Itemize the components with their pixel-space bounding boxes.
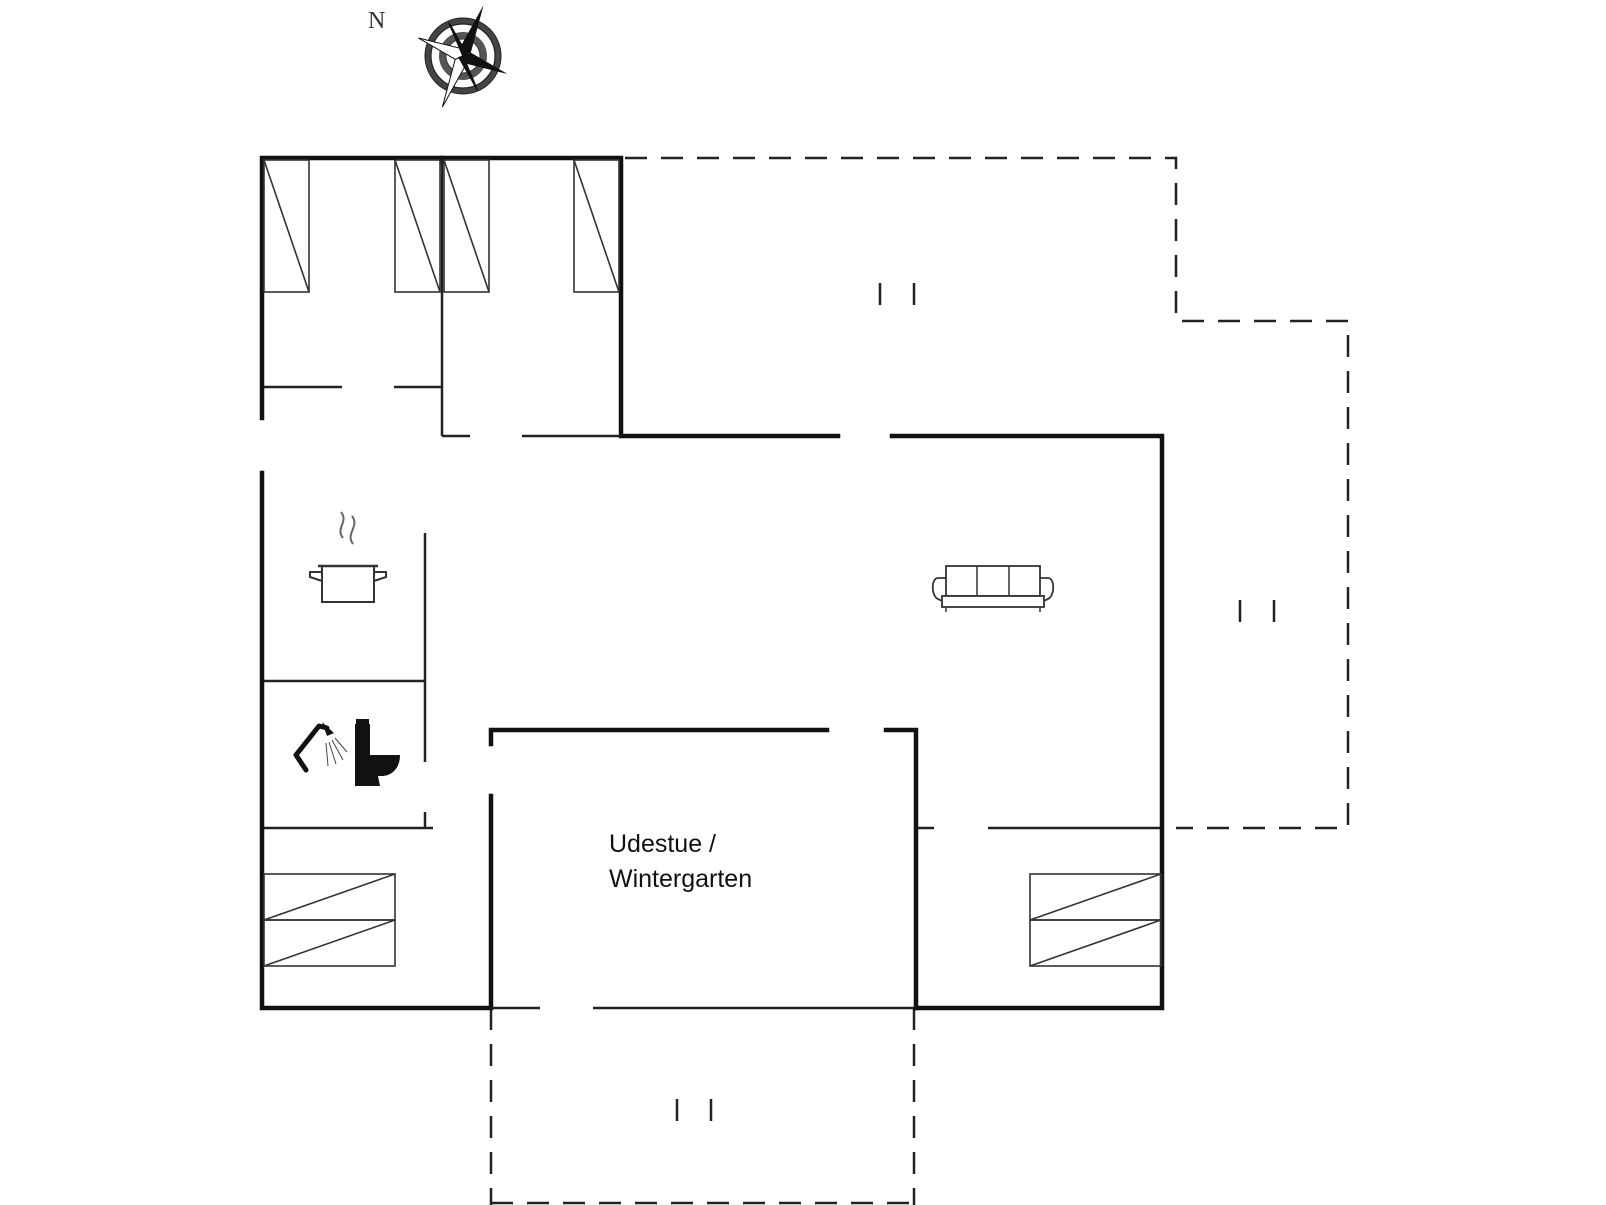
bed-icon (263, 873, 396, 921)
shower-icon (293, 722, 348, 773)
wall (259, 470, 494, 1011)
sofa-icon (931, 565, 1055, 612)
toilet-icon (355, 719, 400, 786)
terrace-marker-icon (878, 283, 916, 305)
wall (883, 727, 919, 1011)
bed-icon (394, 159, 441, 293)
bed-icon (1029, 919, 1162, 967)
wall (889, 433, 1165, 1011)
room-label-line1: Udestue / (609, 830, 716, 858)
compass: N (368, 5, 508, 108)
bed-icon (573, 159, 620, 293)
cooking-pot-icon (309, 511, 387, 603)
wall (488, 727, 830, 747)
room-label-line2: Wintergarten (609, 865, 752, 893)
terrace-marker-icon (1238, 600, 1276, 622)
wall (259, 155, 841, 439)
compass-rose-icon (418, 5, 508, 108)
terraces (489, 156, 1350, 1205)
bed-icon (263, 159, 310, 293)
sunroom-label: Udestue / Wintergarten (609, 830, 752, 893)
terrace-marker-icon (675, 1099, 713, 1121)
north-label: N (368, 8, 385, 34)
terrace-north-outline (625, 156, 1350, 830)
walls (259, 155, 1165, 1011)
bed-icon (443, 159, 490, 293)
bed-icon (1029, 873, 1162, 921)
bed-icon (263, 919, 396, 967)
